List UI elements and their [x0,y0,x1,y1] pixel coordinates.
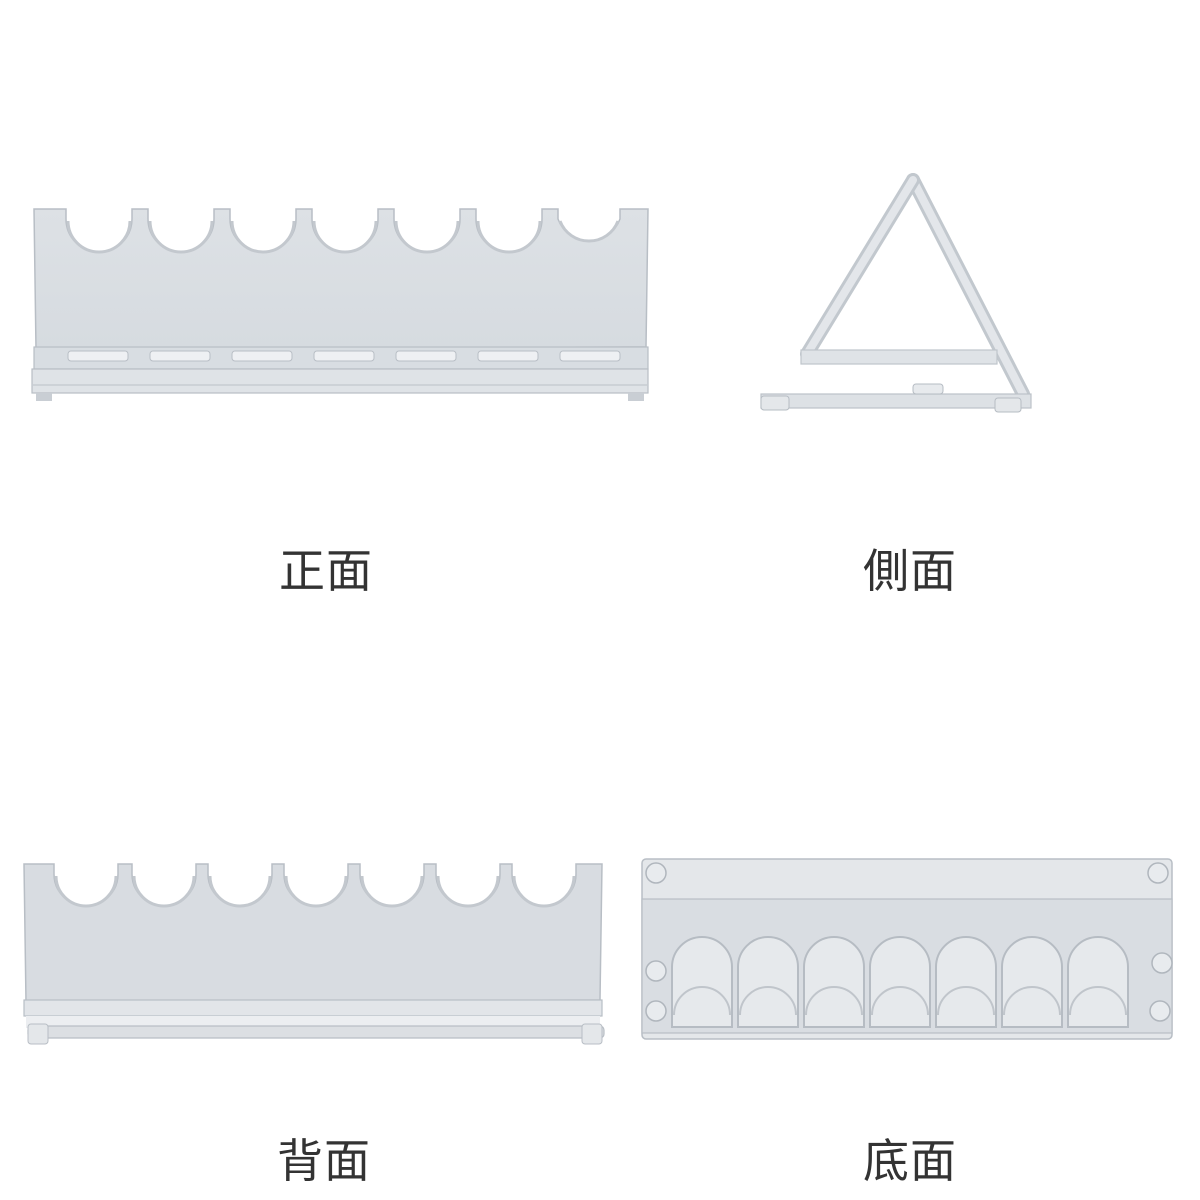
back-view-label: 背面 [277,1134,371,1188]
side-view-image [755,172,1065,422]
side-view-label: 側面 [863,544,957,598]
bottom-view-image [638,855,1178,1047]
front-view-image [28,205,653,410]
back-view-image [18,860,613,1055]
front-view-label: 正面 [279,544,373,598]
bottom-view-label: 底面 [863,1134,957,1188]
